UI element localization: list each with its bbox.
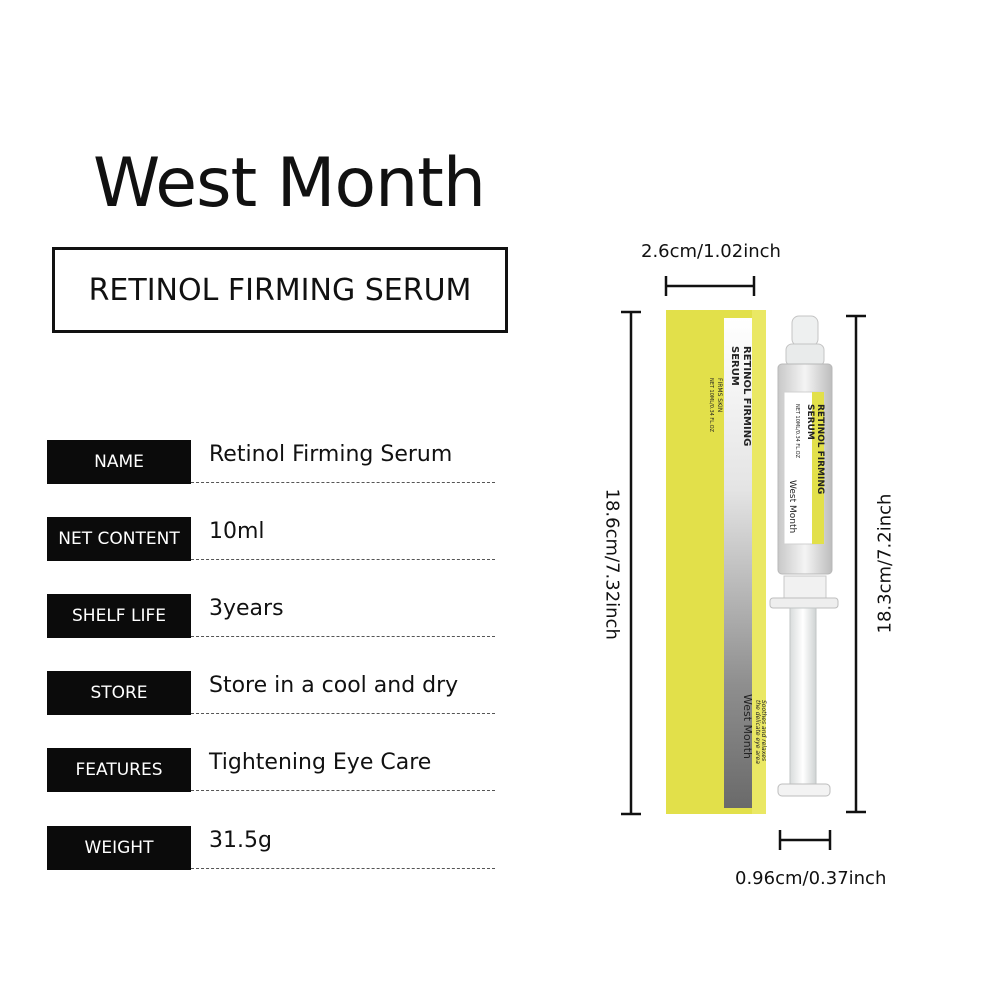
dim-syringe-width-label: 0.96cm/0.37inch (735, 868, 887, 889)
spec-label: STORE (47, 671, 191, 715)
box-silver-stripe (724, 318, 752, 808)
box-tagline-2: the delicate eye area (754, 700, 761, 764)
dashed-divider (191, 790, 495, 791)
dashed-divider (191, 636, 495, 637)
syringe-plunger (789, 607, 817, 787)
spec-row-shelf-life: SHELF LIFE 3years (47, 594, 495, 640)
dimension-lines (621, 276, 866, 850)
spec-label: SHELF LIFE (47, 594, 191, 638)
syringe-plunger-head (777, 783, 831, 797)
box-tagline: Soothes and relaxes (760, 700, 767, 761)
spec-label: NET CONTENT (47, 517, 191, 561)
dim-box-width-label: 2.6cm/1.02inch (641, 241, 781, 262)
syringe-nozzle (785, 343, 825, 367)
spec-label: FEATURES (47, 748, 191, 792)
box-net: NET 10ML/0.34 FL.OZ (708, 378, 714, 433)
box-edge-highlight (752, 310, 766, 814)
spec-row-features: FEATURES Tightening Eye Care (47, 748, 495, 794)
syringe-cap (791, 315, 819, 347)
box-product-name-2: SERUM (729, 346, 740, 386)
syringe-product-name: RETINOL FIRMING (815, 404, 825, 494)
spec-value: Store in a cool and dry (209, 673, 459, 698)
spec-value: 31.5g (209, 828, 272, 853)
dashed-divider (191, 713, 495, 714)
dashed-divider (191, 559, 495, 560)
product-title: RETINOL FIRMING SERUM (88, 272, 472, 308)
dashed-divider (191, 868, 495, 869)
syringe-printed-text: RETINOL FIRMING SERUM NET 10ML/0.34 FL.O… (787, 404, 825, 533)
syringe-flange (769, 597, 839, 609)
spec-value: Tightening Eye Care (209, 750, 432, 775)
box-product-name: RETINOL FIRMING (741, 346, 752, 446)
syringe-brand: West Month (787, 480, 797, 533)
box-printed-text: RETINOL FIRMING SERUM FIRMS SKIN NET 10M… (708, 346, 767, 764)
syringe-ring (783, 575, 827, 599)
spec-row-weight: WEIGHT 31.5g (47, 826, 495, 872)
product-title-box: RETINOL FIRMING SERUM (52, 247, 508, 333)
syringe-label-stripe (812, 392, 824, 544)
spec-row-name: NAME Retinol Firming Serum (47, 440, 495, 486)
spec-row-net-content: NET CONTENT 10ml (47, 517, 495, 563)
syringe-product-name-2: SERUM (805, 404, 815, 440)
spec-label: NAME (47, 440, 191, 484)
spec-value: Retinol Firming Serum (209, 442, 453, 467)
syringe (769, 315, 839, 797)
brand-title: West Month (93, 144, 486, 223)
box-brand: West Month (741, 694, 754, 759)
spec-value: 10ml (209, 519, 265, 544)
box-claim: FIRMS SKIN (716, 378, 723, 412)
syringe-net: NET 10ML/0.34 FL.OZ (794, 404, 800, 459)
serum-box (666, 310, 766, 814)
dashed-divider (191, 482, 495, 483)
dim-syringe-height-label: 18.3cm/7.2inch (874, 493, 896, 634)
dim-box-height-label: 18.6cm/7.32inch (601, 488, 623, 640)
spec-value: 3years (209, 596, 284, 621)
spec-label: WEIGHT (47, 826, 191, 870)
spec-row-store: STORE Store in a cool and dry (47, 671, 495, 717)
